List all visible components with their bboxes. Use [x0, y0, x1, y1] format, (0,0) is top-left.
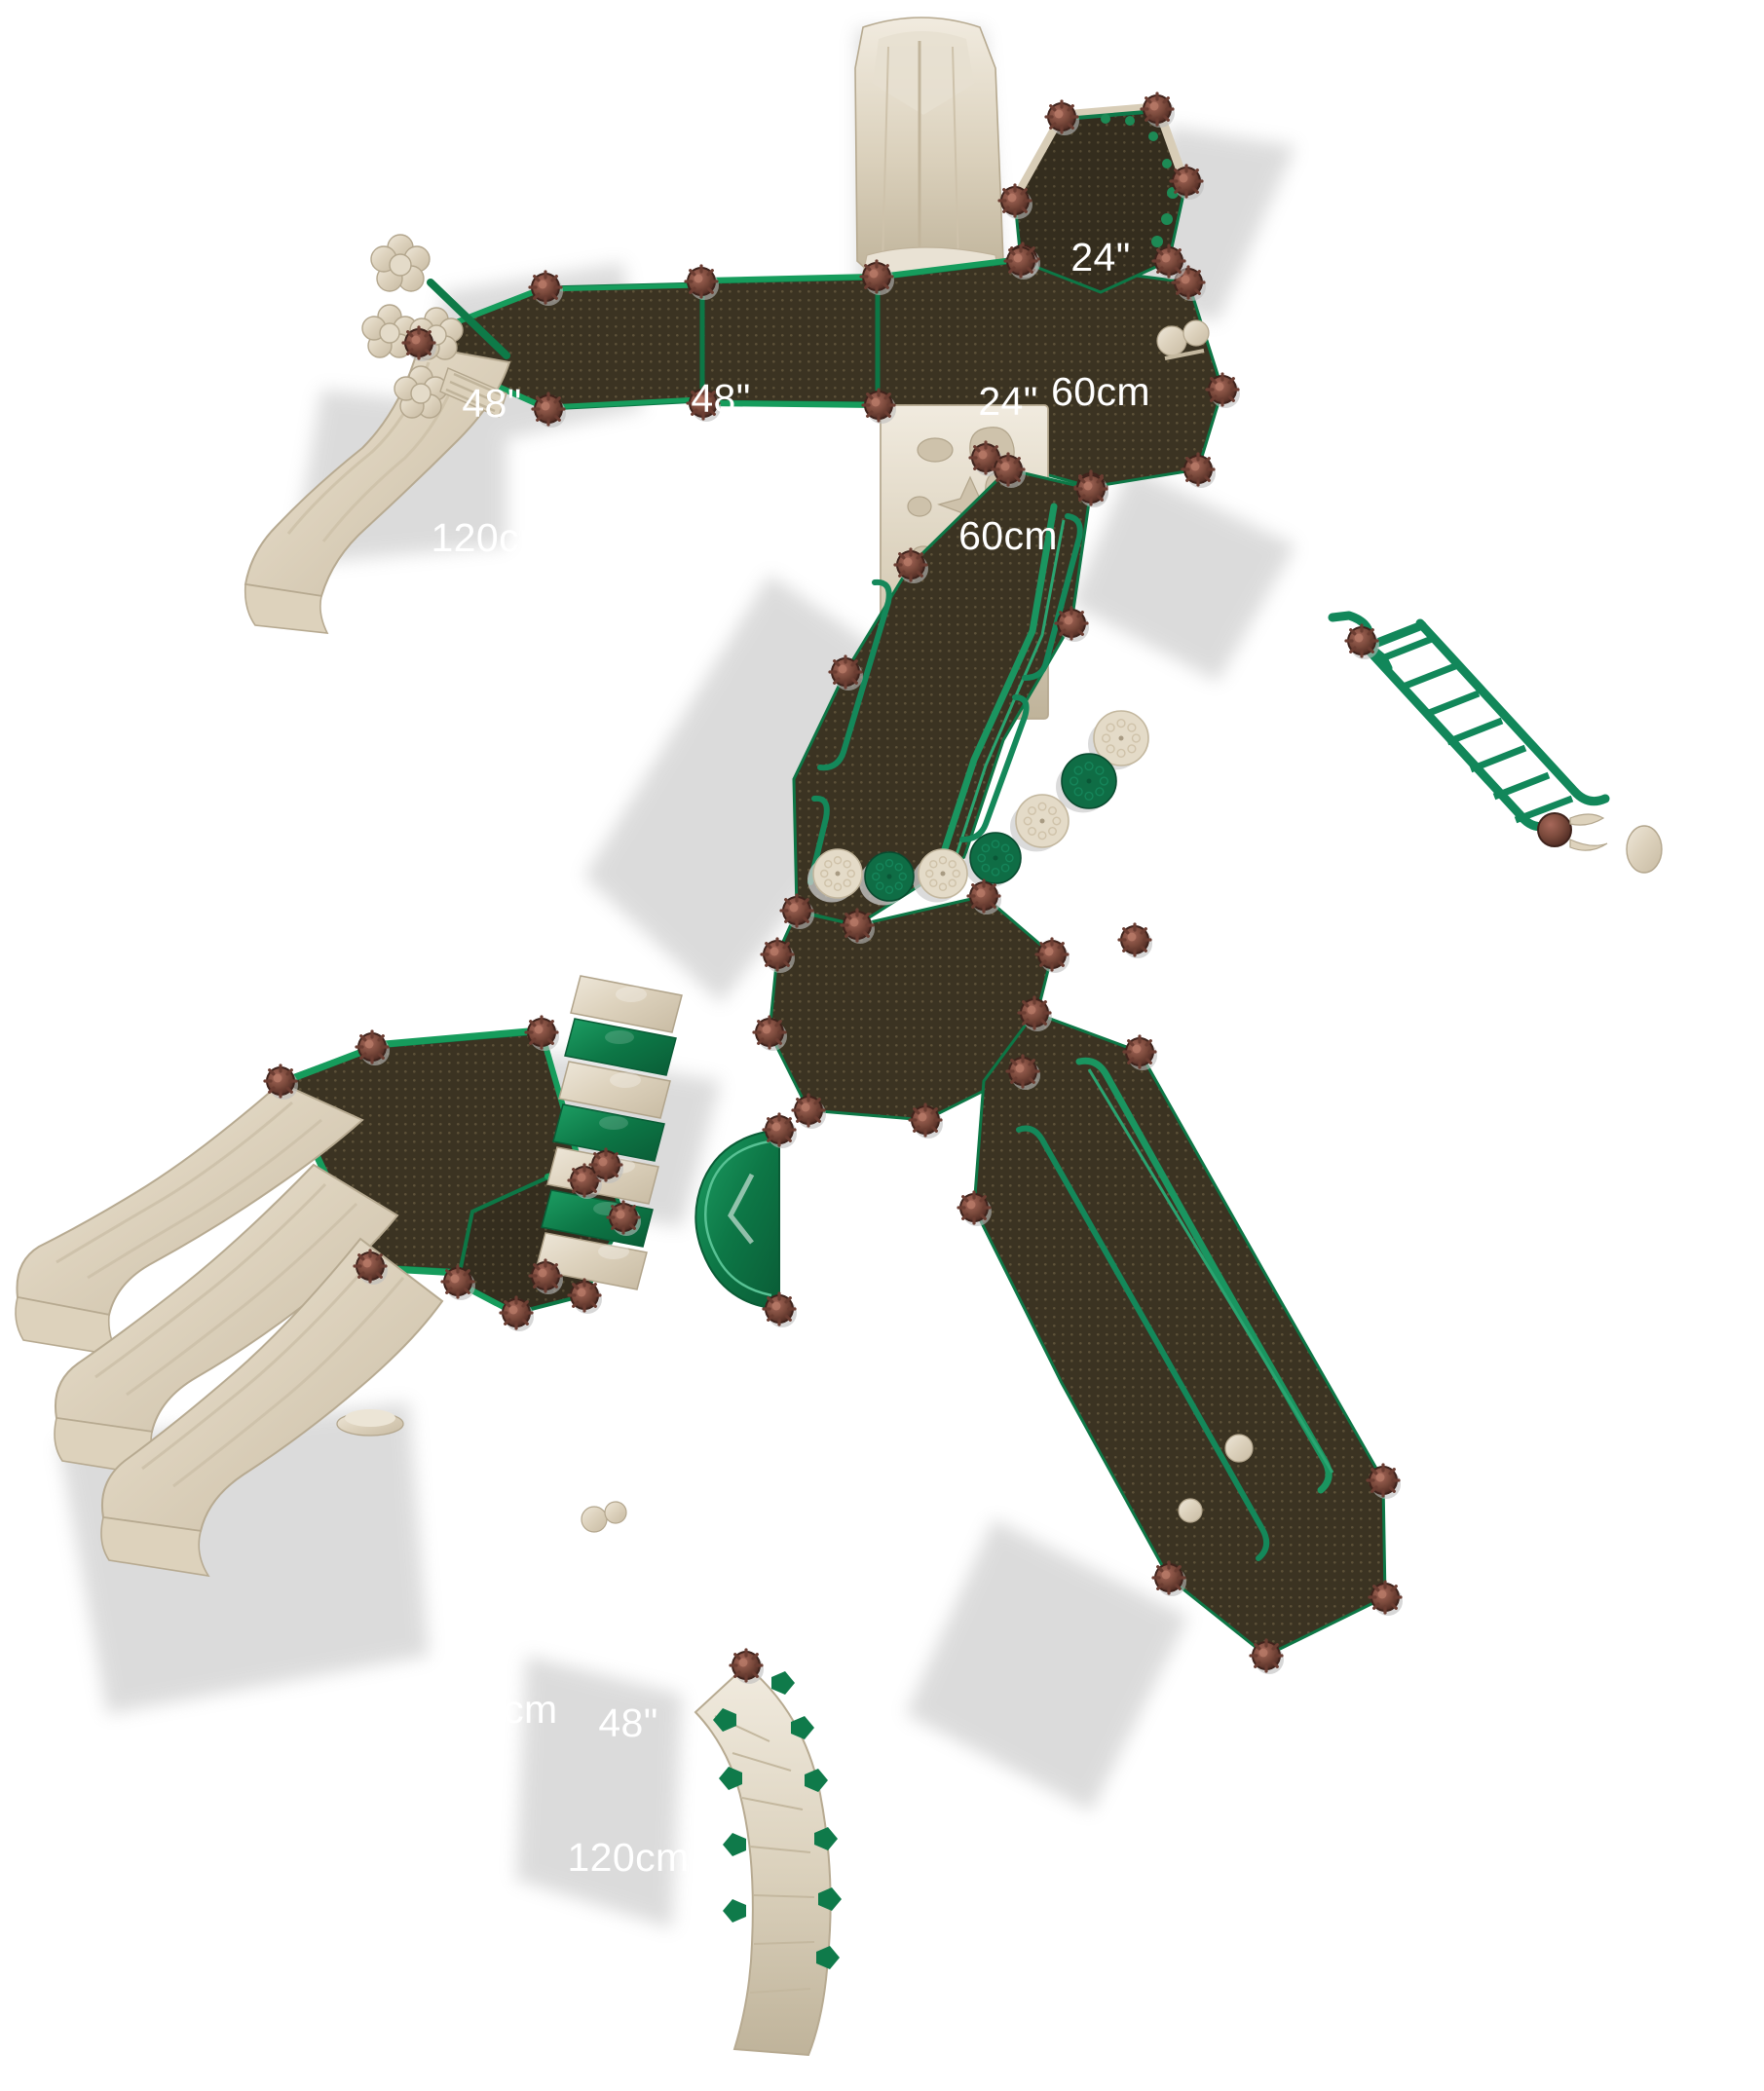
overhead-ladder-rungs	[1375, 635, 1574, 824]
curved-rock-wall	[694, 1663, 842, 2057]
mushroom-finial-icon	[336, 1409, 404, 1437]
stepping-pods	[807, 710, 1149, 906]
ball-finial-icon	[581, 319, 1254, 1533]
step-climber	[535, 975, 683, 1290]
ladder-anchor-post	[1537, 812, 1663, 874]
deck-48-center[interactable]	[701, 274, 879, 408]
canopy-roof-panel	[854, 17, 1004, 283]
flower-panel	[361, 234, 510, 419]
flower-icon	[361, 234, 464, 419]
transfer-station	[694, 1128, 780, 1311]
triple-wave-slide	[15, 1081, 444, 1578]
rung-plate	[439, 367, 507, 418]
ramp-rails-left	[807, 579, 892, 885]
post-caps	[263, 92, 1403, 1684]
wall-grip-icon	[713, 1671, 842, 1969]
ramp-rails-right	[959, 513, 1083, 842]
deck-12-center[interactable]	[768, 894, 1054, 1122]
